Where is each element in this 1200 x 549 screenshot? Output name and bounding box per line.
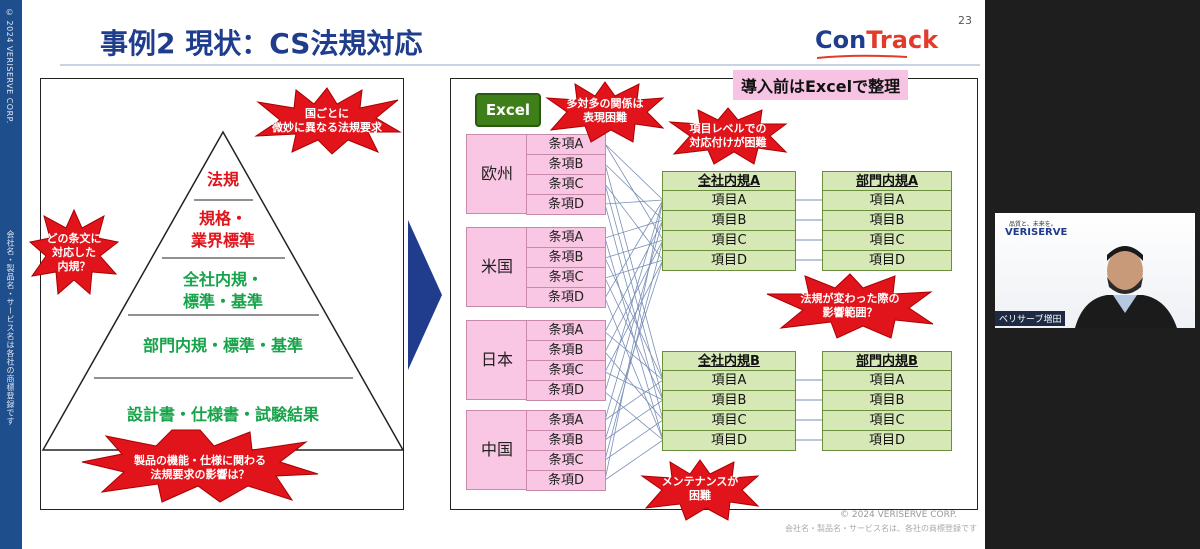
clause-cell: 条項B: [526, 340, 606, 361]
speaker-name-label: ベリサーブ増田: [995, 311, 1066, 326]
clause-cell: 条項C: [526, 450, 606, 471]
rule-item: 項目B: [822, 390, 952, 411]
speaker-video-tile: 品質と、未来を。 VERISERVE ベリサーブ増田: [995, 213, 1195, 328]
rule-item: 項目C: [662, 410, 796, 431]
pyramid-level-department-rules: 部門内規・標準・基準: [142, 336, 303, 355]
pyramid-level-design-docs: 設計書・仕様書・試験結果: [126, 405, 319, 424]
rule-item: 項目C: [662, 230, 796, 251]
clause-cell: 条項C: [526, 174, 606, 195]
clause-cell: 条項D: [526, 470, 606, 491]
page-number: 23: [958, 14, 972, 27]
speaker-avatar: [1075, 246, 1177, 328]
sidebar-copyright: © 2024 VERISERVE CORP.: [5, 8, 14, 124]
burst-country-differences: 国ごとに 微妙に異なる法規要求: [272, 107, 382, 134]
relation-lines: [605, 143, 664, 481]
footer-copyright: © 2024 VERISERVE CORP.: [840, 510, 957, 520]
burst-shape: [28, 208, 120, 296]
rule-item: 項目A: [822, 190, 952, 211]
slide: © 2024 VERISERVE CORP. 会社名・製品名・サービス名は各社の…: [0, 0, 985, 549]
sidebar-trademark-note: 会社名・製品名・サービス名は各社の商標登録です: [6, 230, 15, 426]
clause-cell: 条項B: [526, 430, 606, 451]
burst-item-mapping: 項目レベルでの 対応付けが困難: [689, 122, 767, 149]
burst-impact-range: 法規が変わった際の 影響範囲？: [800, 292, 900, 319]
rule-table-title: 全社内規B: [662, 351, 796, 372]
logo-part-track: Track: [866, 26, 939, 54]
clause-cell: 条項A: [526, 134, 606, 155]
rule-item: 項目B: [662, 210, 796, 231]
transition-arrow-icon: [408, 220, 442, 370]
pyramid-level-law: 法規: [206, 170, 239, 189]
clause-cell: 条項A: [526, 410, 606, 431]
veriserve-logo: VERISERVE: [1005, 227, 1068, 238]
slide-title: 事例2 現状：CS法規対応: [100, 27, 423, 60]
clause-cell: 条項C: [526, 267, 606, 288]
logo-part-con: Con: [815, 26, 867, 54]
intro-label: 導入前はExcelで整理: [733, 70, 909, 100]
burst-many-to-many: 多対多の関係は 表現困難: [566, 97, 644, 124]
rule-item: 項目B: [662, 390, 796, 411]
rule-item: 項目A: [822, 370, 952, 391]
clause-cell: 条項A: [526, 320, 606, 341]
rule-item: 項目B: [822, 210, 952, 231]
rule-item: 項目C: [822, 230, 952, 251]
rule-item: 項目A: [662, 370, 796, 391]
title-divider: [60, 64, 980, 66]
burst-which-clause: どの条文に 対応した 内規？: [46, 232, 102, 273]
rule-item: 項目A: [662, 190, 796, 211]
clause-cell: 条項D: [526, 287, 606, 308]
contrack-logo: ConTrack: [815, 26, 938, 54]
relation-lines: [795, 199, 823, 441]
rule-table-title: 全社内規A: [662, 171, 796, 192]
rule-item: 項目D: [822, 430, 952, 451]
rule-item: 項目D: [662, 250, 796, 271]
rule-table-title: 部門内規A: [822, 171, 952, 192]
burst-maintenance: メンテナンスが 困難: [661, 475, 739, 502]
country-japan: 日本: [466, 320, 528, 400]
rule-item: 項目D: [662, 430, 796, 451]
footer-trademark-note: 会社名・製品名・サービス名は、各社の商標登録です: [785, 524, 977, 533]
burst-shape: [668, 107, 788, 165]
brand-tagline: 品質と、未来を。: [1009, 221, 1057, 228]
pyramid-level-standards: 規格・ 業界標準: [190, 209, 255, 250]
pyramid-level-company-rules: 全社内規・ 標準・基準: [182, 270, 263, 311]
burst-product-impact: 製品の機能・仕様に関わる 法規要求の影響は？: [134, 454, 266, 481]
rule-table-title: 部門内規B: [822, 351, 952, 372]
clause-cell: 条項B: [526, 154, 606, 175]
burst-shape: [640, 459, 760, 521]
clause-cell: 条項C: [526, 360, 606, 381]
logo-underline: [816, 54, 908, 59]
country-china: 中国: [466, 410, 528, 490]
burst-shape: [766, 273, 934, 339]
country-usa: 米国: [466, 227, 528, 307]
clause-cell: 条項B: [526, 247, 606, 268]
slide-sidebar: © 2024 VERISERVE CORP. 会社名・製品名・サービス名は各社の…: [0, 0, 22, 549]
clause-cell: 条項D: [526, 380, 606, 401]
clause-cell: 条項A: [526, 227, 606, 248]
rule-item: 項目D: [822, 250, 952, 271]
clause-cell: 条項D: [526, 194, 606, 215]
burst-shape: [545, 81, 665, 143]
burst-shape: [254, 87, 402, 155]
excel-badge: Excel: [475, 93, 541, 127]
burst-shape: [81, 429, 319, 503]
country-europe: 欧州: [466, 134, 528, 214]
rule-item: 項目C: [822, 410, 952, 431]
